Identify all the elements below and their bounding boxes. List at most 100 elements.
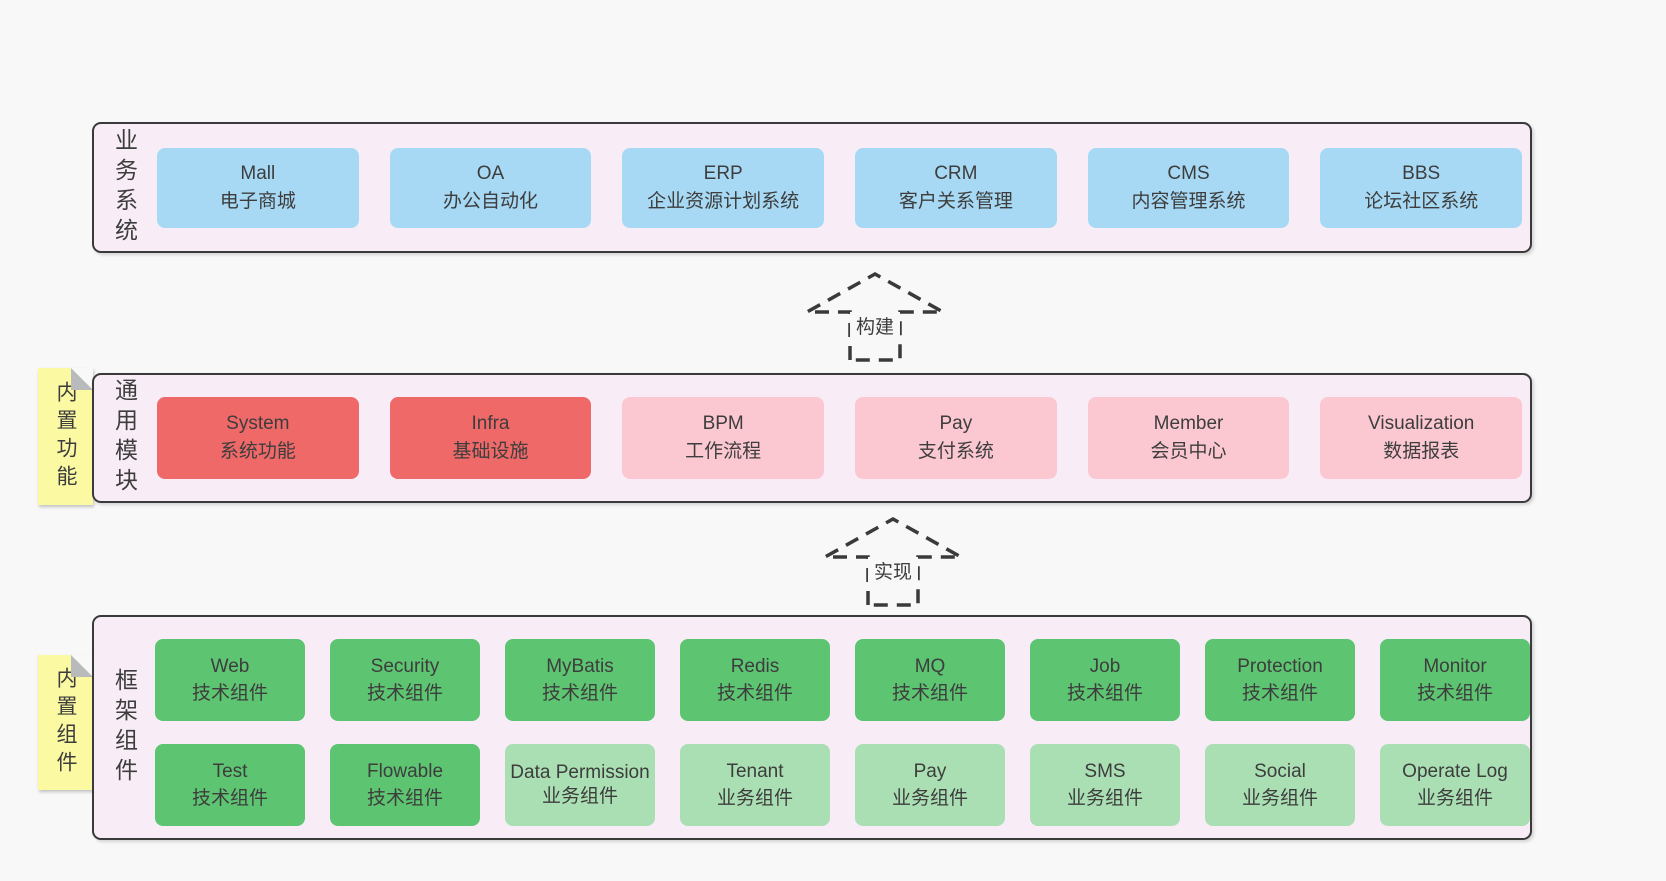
box-subtitle: 技术组件	[191, 788, 268, 809]
box-sms: SMS 业务组件	[1030, 744, 1180, 826]
band-boxes-row: System 系统功能 Infra 基础设施 BPM 工作流程 Pay 支付系统…	[157, 375, 1523, 501]
band-boxes-row: Web 技术组件 Security 技术组件 MyBatis 技术组件 Redi…	[155, 639, 1530, 721]
box-subtitle: 系统功能	[219, 441, 296, 462]
box-subtitle: 技术组件	[1066, 683, 1143, 704]
box-subtitle: 业务组件	[891, 788, 968, 809]
box-title: BBS	[1402, 162, 1441, 184]
band-label: 业务系统	[100, 124, 148, 251]
box-flowable: Flowable 技术组件	[330, 744, 480, 826]
sticky-note-built-in-features: 内置功能	[38, 368, 93, 505]
box-infra: Infra 基础设施	[389, 397, 592, 479]
box-subtitle: 业务组件	[1241, 788, 1318, 809]
box-title: MyBatis	[546, 656, 614, 677]
box-subtitle: 电子商城	[219, 190, 296, 212]
box-subtitle: 技术组件	[366, 683, 443, 704]
box-title: Data Permission	[510, 762, 650, 783]
band-boxes-row: Mall 电子商城 OA 办公自动化 ERP 企业资源计划系统 CRM 客户关系…	[157, 124, 1523, 251]
box-title: SMS	[1084, 761, 1126, 782]
box-title: Web	[210, 656, 250, 677]
box-title: Protection	[1237, 656, 1323, 677]
box-subtitle: 技术组件	[1241, 683, 1318, 704]
box-subtitle: 支付系统	[917, 441, 994, 462]
band-label: 通用模块	[100, 375, 148, 501]
box-title: Social	[1254, 761, 1306, 782]
box-subtitle: 技术组件	[716, 683, 793, 704]
box-subtitle: 技术组件	[191, 683, 268, 704]
box-title: Pay	[913, 761, 947, 782]
box-data-permission: Data Permission 业务组件	[505, 744, 655, 826]
arrow-label: 构建	[849, 312, 901, 339]
box-visualization: Visualization 数据报表	[1320, 397, 1523, 479]
box-subtitle: 业务组件	[716, 788, 793, 809]
box-test: Test 技术组件	[155, 744, 305, 826]
up-arrow-icon	[800, 271, 950, 362]
box-subtitle: 技术组件	[541, 683, 618, 704]
box-title: MQ	[914, 656, 946, 677]
box-subtitle: 客户关系管理	[898, 190, 1013, 212]
box-social: Social 业务组件	[1205, 744, 1355, 826]
box-title: Mall	[240, 162, 276, 184]
box-redis: Redis 技术组件	[680, 639, 830, 721]
box-oa: OA 办公自动化	[389, 147, 592, 228]
box-subtitle: 办公自动化	[443, 190, 539, 212]
box-member: Member 会员中心	[1087, 397, 1290, 479]
box-title: Operate Log	[1402, 761, 1508, 782]
box-subtitle: 会员中心	[1150, 441, 1227, 462]
box-job: Job 技术组件	[1030, 639, 1180, 721]
box-subtitle: 论坛社区系统	[1364, 190, 1479, 212]
box-subtitle: 技术组件	[366, 788, 443, 809]
box-bbs: BBS 论坛社区系统	[1320, 147, 1523, 228]
box-title: Member	[1153, 413, 1224, 434]
box-title: BPM	[702, 413, 744, 434]
box-mall: Mall 电子商城	[157, 147, 359, 228]
box-mybatis: MyBatis 技术组件	[505, 639, 655, 721]
box-title: Tenant	[726, 761, 784, 782]
box-monitor: Monitor 技术组件	[1380, 639, 1530, 721]
box-bpm: BPM 工作流程	[622, 397, 825, 479]
box-subtitle: 内容管理系统	[1131, 190, 1246, 212]
band-label-text: 框架组件	[111, 667, 138, 788]
box-cms: CMS 内容管理系统	[1087, 147, 1290, 228]
box-subtitle: 业务组件	[1416, 788, 1493, 809]
box-operate-log: Operate Log 业务组件	[1380, 744, 1530, 826]
box-title: Job	[1089, 656, 1121, 677]
box-crm: CRM 客户关系管理	[855, 147, 1057, 228]
band-label-text: 通用模块	[111, 378, 138, 498]
note-label: 内置组件	[54, 666, 77, 779]
box-title: ERP	[703, 162, 743, 184]
box-subtitle: 业务组件	[1066, 788, 1143, 809]
band-label-text: 业务系统	[111, 127, 138, 248]
box-subtitle: 企业资源计划系统	[647, 190, 800, 212]
up-arrow-icon	[818, 516, 968, 607]
box-title: Visualization	[1368, 413, 1475, 434]
box-system: System 系统功能	[157, 397, 359, 479]
dashed-up-arrow-implement: 实现	[818, 505, 968, 609]
band-business-systems: 业务系统 Mall 电子商城 OA 办公自动化 ERP 企业资源计划系统 CRM…	[92, 122, 1532, 253]
box-pay: Pay 支付系统	[855, 397, 1057, 479]
box-protection: Protection 技术组件	[1205, 639, 1355, 721]
box-mq: MQ 技术组件	[855, 639, 1005, 721]
dashed-up-arrow-build: 构建	[800, 260, 950, 364]
box-subtitle: 基础设施	[452, 441, 529, 462]
box-title: Monitor	[1423, 656, 1487, 677]
box-title: CMS	[1167, 162, 1210, 184]
box-title: Flowable	[366, 761, 444, 782]
box-subtitle: 工作流程	[685, 441, 762, 462]
band-label: 框架组件	[100, 617, 148, 838]
box-subtitle: 业务组件	[541, 786, 618, 807]
box-title: Pay	[939, 413, 973, 434]
box-title: OA	[476, 162, 505, 184]
box-pay-business: Pay 业务组件	[855, 744, 1005, 826]
box-security: Security 技术组件	[330, 639, 480, 721]
box-subtitle: 技术组件	[891, 683, 968, 704]
band-framework-components: 框架组件 Web 技术组件 Security 技术组件 MyBatis 技术组件…	[92, 615, 1532, 840]
sticky-note-built-in-components: 内置组件	[38, 655, 93, 790]
box-title: System	[226, 413, 290, 434]
box-title: Infra	[471, 413, 510, 434]
box-tenant: Tenant 业务组件	[680, 744, 830, 826]
band-boxes-row: Test 技术组件 Flowable 技术组件 Data Permission …	[155, 744, 1530, 826]
band-common-modules: 通用模块 System 系统功能 Infra 基础设施 BPM 工作流程 Pay…	[92, 373, 1532, 503]
box-subtitle: 技术组件	[1416, 683, 1493, 704]
box-web: Web 技术组件	[155, 639, 305, 721]
arrow-label: 实现	[867, 557, 919, 584]
